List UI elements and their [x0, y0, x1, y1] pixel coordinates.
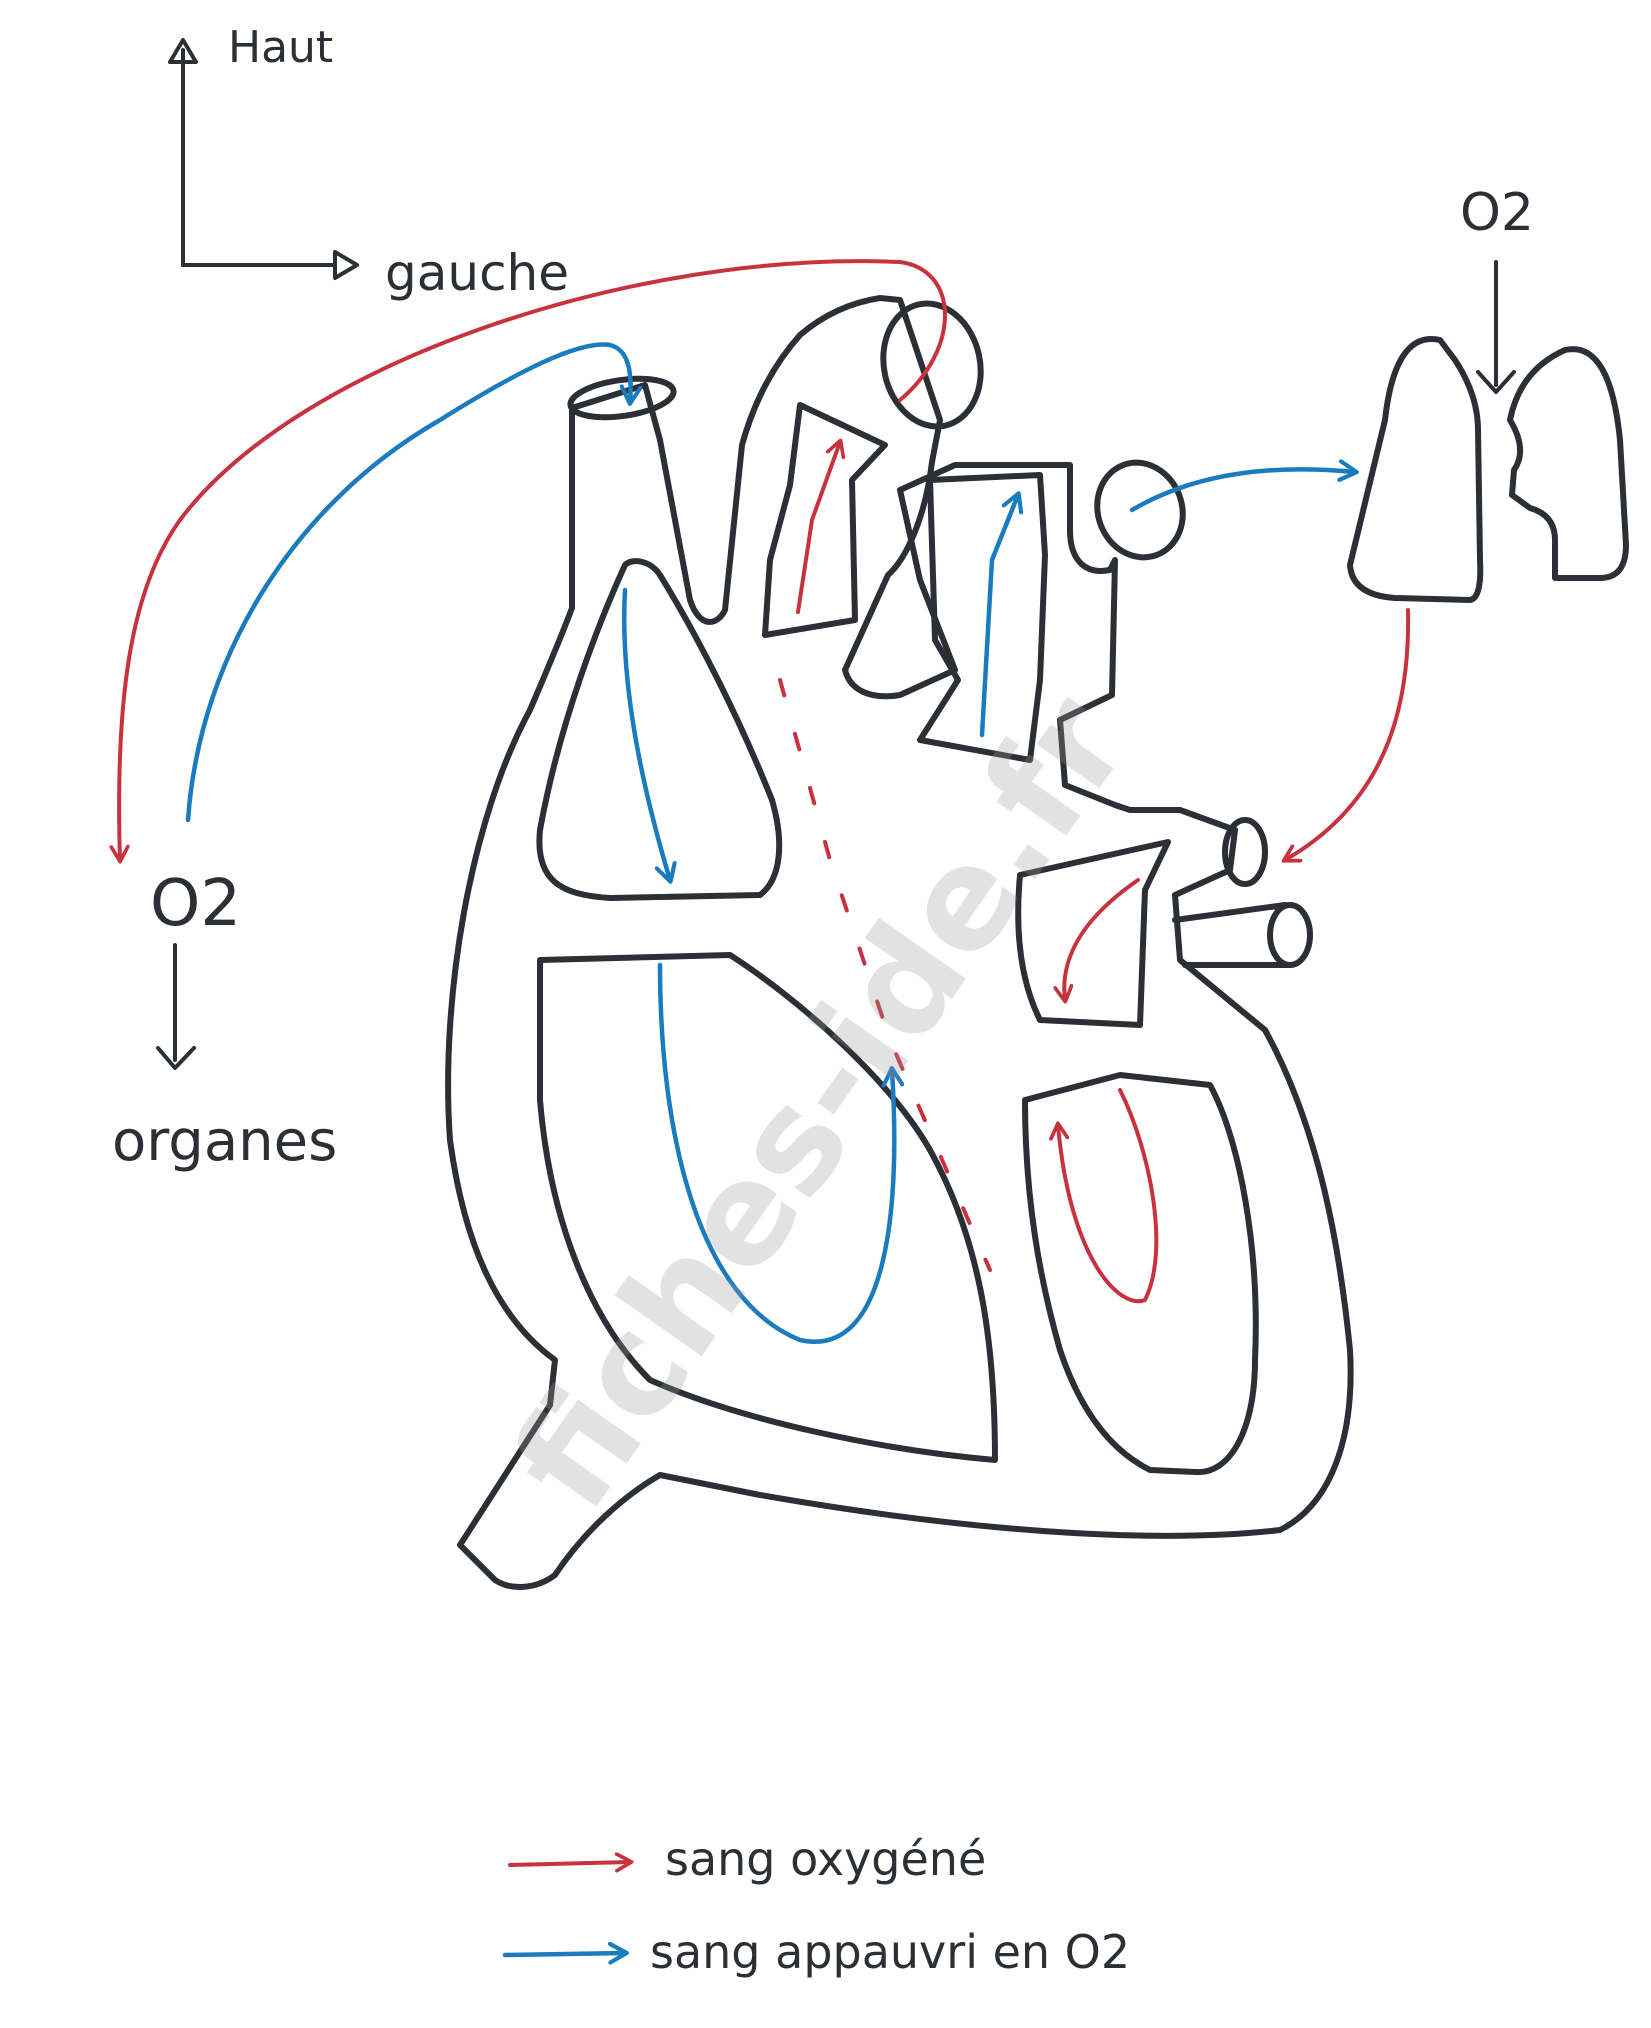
up-arrowhead	[168, 38, 198, 64]
aorta-inner-channel	[762, 402, 888, 638]
legend-deoxygenated-label: sang appauvri en O2	[650, 1925, 1130, 1979]
flow-lungs-to-left-atrium	[1285, 608, 1411, 860]
organs-label: organes	[112, 1109, 337, 1174]
left-lung	[1507, 346, 1629, 581]
pulmonary-artery-opening	[1094, 459, 1186, 561]
lungs: O2	[1347, 183, 1629, 603]
legend: sang oxygéné sang appauvri en O2	[502, 1832, 1130, 1979]
lungs-o2-label: O2	[1460, 183, 1534, 243]
flow-aorta-up	[796, 442, 840, 614]
flow-to-lungs	[1129, 469, 1355, 513]
aorta-opening	[880, 300, 984, 430]
pulmonary-vein-tube-lower	[1172, 902, 1293, 968]
pulmonary-vein-opening-upper	[1222, 817, 1268, 887]
superior-vena-cava-opening	[567, 375, 677, 421]
flow-right-ventricle	[657, 962, 894, 1344]
left-arrowhead	[333, 250, 359, 280]
flow-body-to-vena-cava	[185, 342, 631, 823]
flow-right-atrium-down	[621, 587, 670, 880]
flow-pulmonary-artery-up	[979, 495, 1018, 738]
right-atrium	[536, 558, 783, 901]
pulmonary-artery-inner-channel	[917, 472, 1048, 763]
body-oxygen-group: O2 organes	[112, 867, 337, 1174]
lungs-o2-arrowhead	[1476, 370, 1516, 394]
organs-down-arrowhead	[156, 1046, 196, 1070]
flow-aorta-to-body	[119, 259, 947, 860]
legend-oxygenated-label: sang oxygéné	[665, 1832, 986, 1886]
legend-blue-arrow	[502, 1953, 625, 1955]
legend-red-arrow	[508, 1862, 630, 1865]
orientation-axes: Haut gauche	[168, 22, 569, 302]
legend-item-deoxygenated: sang appauvri en O2	[502, 1925, 1130, 1979]
right-lung	[1347, 336, 1484, 603]
heart-outer-contour	[445, 295, 1354, 1590]
up-label: Haut	[228, 22, 333, 73]
left-atrium	[1015, 839, 1171, 1028]
blood-flow	[119, 259, 1411, 1344]
heart	[445, 295, 1354, 1590]
septum-dashed-line	[778, 678, 992, 1272]
left-ventricle	[1022, 1072, 1259, 1476]
flow-left-atrium	[1064, 878, 1140, 1000]
legend-item-oxygenated: sang oxygéné	[508, 1832, 986, 1886]
body-o2-label: O2	[150, 867, 241, 941]
watermark: fiches-ide.fr	[482, 667, 1160, 1538]
pulmonary-vein-opening-lower	[1267, 902, 1313, 968]
flow-left-ventricle	[1058, 1088, 1159, 1304]
left-label: gauche	[385, 244, 569, 302]
